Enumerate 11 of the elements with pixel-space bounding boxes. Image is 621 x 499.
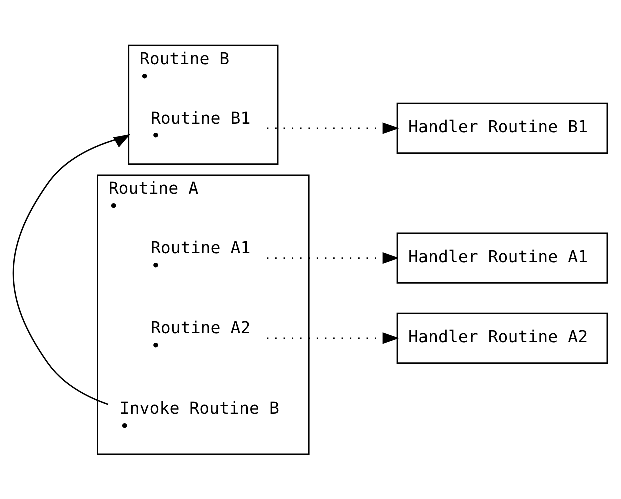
arrow xyxy=(12,134,131,405)
arrow xyxy=(267,122,400,134)
node-text: Invoke Routine B • xyxy=(120,398,280,436)
node-text: Routine A1 • xyxy=(150,238,251,276)
arrow xyxy=(267,332,400,344)
node-box: Handler Routine A1 xyxy=(396,232,608,284)
node-box: Handler Routine B1 xyxy=(396,102,608,154)
node-text: Routine A2 • xyxy=(150,318,251,356)
arrow xyxy=(267,252,400,264)
node-box: Handler Routine A2 xyxy=(396,312,608,364)
node-text: Routine B1 • xyxy=(150,108,251,146)
